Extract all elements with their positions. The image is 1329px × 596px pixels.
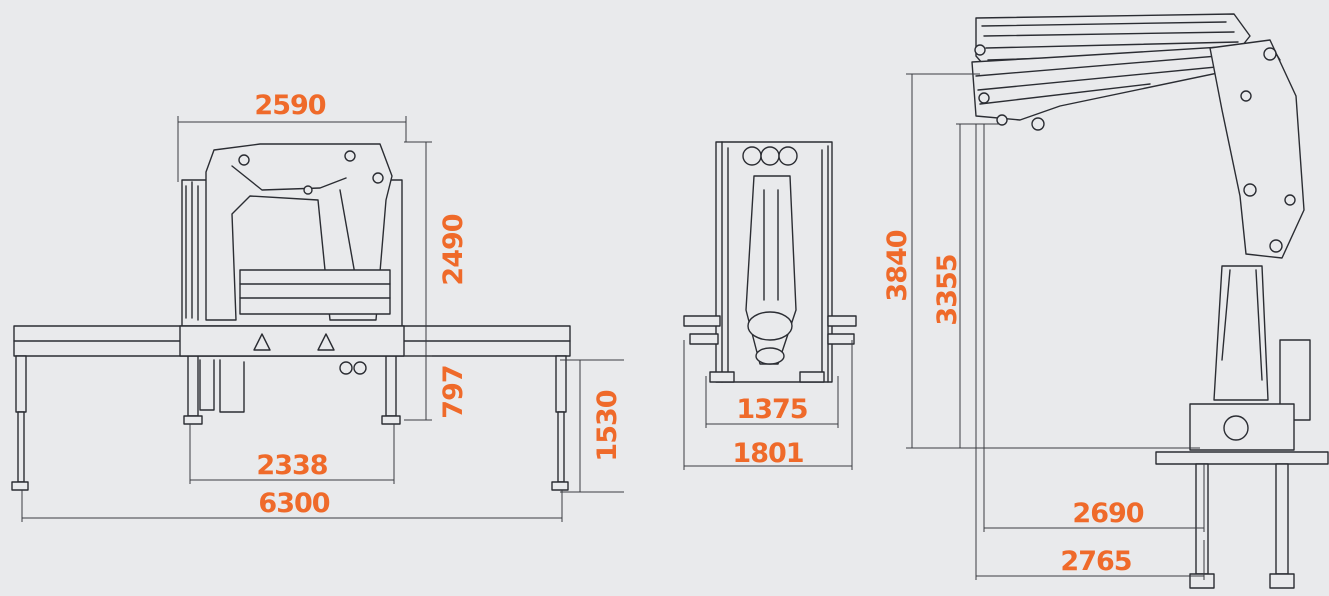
- leg-side-right: [1275, 463, 1289, 575]
- leg-side-left: [1195, 463, 1209, 575]
- outer-leg-right: [551, 355, 569, 491]
- outer-width-label: 1801: [732, 438, 803, 469]
- side-view-dimensions: 1375 1801: [683, 340, 853, 470]
- boom-view-dimensions: 3840 3355 2690 2765: [882, 73, 1205, 580]
- front-view-dimensions: 2590 2490 797 1530 2338 6300: [21, 90, 624, 522]
- side-view: [683, 141, 857, 383]
- boom-view: [971, 13, 1329, 589]
- inner-leg-right: [381, 355, 401, 425]
- inner-span-label: 2338: [256, 450, 327, 481]
- inner-width-label: 1375: [736, 394, 807, 425]
- outrigger-span-label: 6300: [258, 488, 329, 519]
- main-boom: [1209, 39, 1305, 259]
- overall-width-label: 2590: [254, 90, 325, 121]
- base-box: [179, 325, 405, 357]
- leg-height-label: 1530: [592, 390, 623, 461]
- height-label: 2490: [438, 214, 469, 285]
- outer-leg-left: [11, 355, 29, 491]
- max-height-label: 3840: [882, 230, 913, 301]
- folded-height-label: 3355: [932, 254, 963, 325]
- outrigger-beam-side: [1155, 451, 1329, 465]
- hydraulic-lines: [185, 181, 199, 321]
- warning-triangles: [253, 333, 335, 351]
- slewing-housing: [239, 269, 391, 315]
- reach-inner-label: 2690: [1072, 498, 1143, 529]
- front-view: [11, 143, 571, 491]
- reach-outer-label: 2765: [1060, 546, 1131, 577]
- base-height-label: 797: [438, 365, 469, 418]
- wheel-icon: [339, 361, 353, 375]
